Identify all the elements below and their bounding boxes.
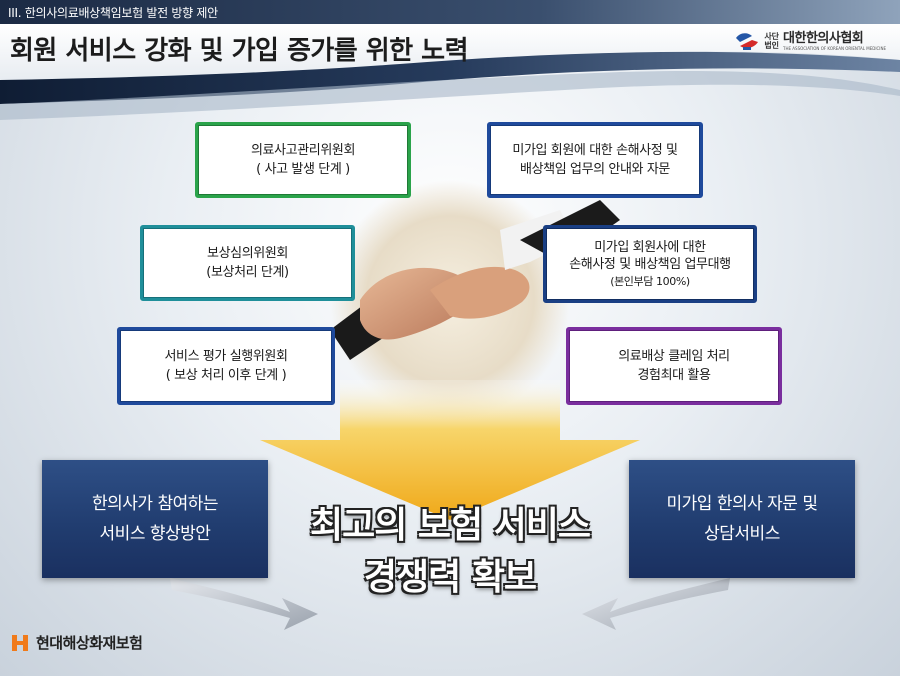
panel-right: 미가입 한의사 자문 및 상담서비스 xyxy=(629,460,855,578)
box-line: (본인부담 100%) xyxy=(610,274,690,288)
main-line-2: 경쟁력 확보 xyxy=(363,557,537,598)
box-line: ( 보상 처리 이후 단계 ) xyxy=(165,368,287,383)
box-line: 보상심의위원회 xyxy=(207,246,288,261)
box-line: 서비스 평가 실행위원회 xyxy=(164,349,288,364)
panel-line: 서비스 향상방안 xyxy=(99,524,211,544)
panel-line: 미가입 한의사 자문 및 xyxy=(666,494,818,514)
section-label: III. 한의사의료배상책임보험 발전 방향 제안 xyxy=(8,6,218,20)
box-line: (보상처리 단계) xyxy=(206,265,289,280)
box-line: ( 사고 발생 단계 ) xyxy=(256,162,350,177)
box-line: 미가입 회원에 대한 손해사정 및 xyxy=(512,143,678,158)
box-non-member-agency: 미가입 회원사에 대한 손해사정 및 배상책임 업무대행 (본인부담 100%) xyxy=(543,225,757,303)
org-prefix-2: 법인 xyxy=(764,41,780,50)
org-subtitle: THE ASSOCIATION OF KOREAN ORIENTAL MEDIC… xyxy=(783,45,886,51)
header-background xyxy=(0,0,900,120)
org-logo: 사단 법인 대한한의사협회 THE ASSOCIATION OF KOREAN … xyxy=(734,30,886,52)
box-compensation-committee: 보상심의위원회 (보상처리 단계) xyxy=(140,225,355,301)
company-name: 현대해상화재보험 xyxy=(36,634,143,652)
box-line: 의료배상 클레임 처리 xyxy=(618,349,730,364)
box-service-evaluation-committee: 서비스 평가 실행위원회 ( 보상 처리 이후 단계 ) xyxy=(117,327,335,405)
box-non-member-guidance: 미가입 회원에 대한 손해사정 및 배상책임 업무의 안내와 자문 xyxy=(487,122,703,198)
footer-logo: 현대해상화재보험 xyxy=(10,632,143,653)
glow-circle xyxy=(330,180,570,420)
box-line: 손해사정 및 배상책임 업무대행 xyxy=(569,256,731,272)
main-message: 최고의 보험 서비스 경쟁력 확보 xyxy=(270,500,630,604)
panel-line: 한의사가 참여하는 xyxy=(91,494,219,514)
panel-left: 한의사가 참여하는 서비스 향상방안 xyxy=(42,460,268,578)
page-title: 회원 서비스 강화 및 가입 증가를 위한 노력 xyxy=(10,36,469,66)
box-accident-committee: 의료사고관리위원회 ( 사고 발생 단계 ) xyxy=(195,122,411,198)
box-claim-experience: 의료배상 클레임 처리 경험최대 활용 xyxy=(566,327,782,405)
org-name: 대한한의사협회 xyxy=(783,30,864,46)
box-line: 의료사고관리위원회 xyxy=(250,143,356,158)
taegeuk-logo-icon xyxy=(736,33,759,50)
hyundai-h-logo-icon xyxy=(12,634,28,651)
box-line: 경험최대 활용 xyxy=(637,368,711,383)
main-line-1: 최고의 보험 서비스 xyxy=(309,505,591,546)
box-line: 미가입 회원사에 대한 xyxy=(594,239,706,255)
box-line: 배상책임 업무의 안내와 자문 xyxy=(520,162,670,177)
header: III. 한의사의료배상책임보험 발전 방향 제안 회원 서비스 강화 및 가입… xyxy=(0,0,900,120)
org-prefix-1: 사단 xyxy=(764,32,780,41)
panel-line: 상담서비스 xyxy=(704,524,780,544)
